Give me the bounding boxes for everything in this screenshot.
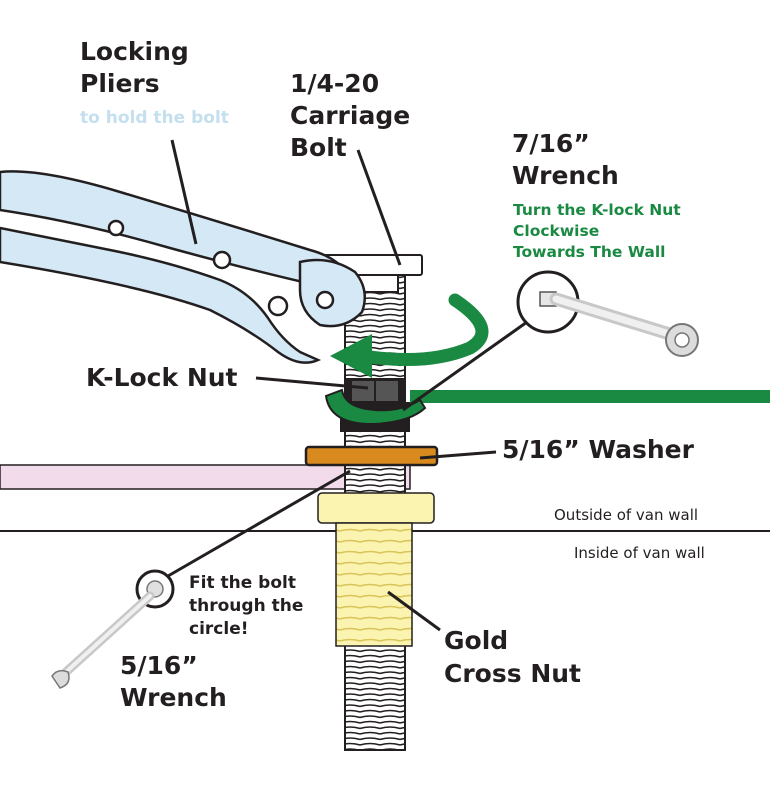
pliers-rivet xyxy=(315,290,335,310)
wrench-516-label: Wrench xyxy=(120,683,227,712)
bolt-label: Bolt xyxy=(290,133,347,162)
turn-arrow-head xyxy=(330,334,372,378)
fit-bolt-label: circle! xyxy=(189,619,248,639)
cross-nut-label: Gold xyxy=(444,626,508,655)
pliers-rivet xyxy=(267,295,289,317)
wrench-716-note: Turn the K-lock Nut xyxy=(513,201,681,219)
wrench-716-icon xyxy=(539,291,699,357)
klock-nut-label: K-Lock Nut xyxy=(86,363,238,392)
wrench-716-label: 7/16” xyxy=(512,129,590,158)
wrench-716-note: Towards The Wall xyxy=(513,243,665,261)
leader-bolt xyxy=(356,149,402,266)
leader-klock-nut xyxy=(255,376,369,390)
locking-pliers xyxy=(0,170,367,364)
fit-bolt-label: through the xyxy=(189,596,303,616)
leader-716-wrench xyxy=(402,320,528,412)
pliers-jaw xyxy=(298,258,367,328)
pliers-note: to hold the bolt xyxy=(80,108,229,128)
green-panel xyxy=(410,390,770,403)
leader-cross-nut xyxy=(387,590,441,632)
pliers-rivet xyxy=(212,250,232,270)
bolt-label: Carriage xyxy=(290,101,410,130)
washer-label: 5/16” Washer xyxy=(502,435,695,464)
turn-arrow xyxy=(363,293,489,367)
wrench-716-label: Wrench xyxy=(512,161,619,190)
pliers-label: Locking xyxy=(80,37,189,66)
leader-washer xyxy=(419,450,497,460)
inside-wall-label: Inside of van wall xyxy=(574,544,705,562)
wrench-716-note: Clockwise xyxy=(513,222,599,240)
wrench-jaw-green xyxy=(324,388,427,426)
wrench-516-label: 5/16” xyxy=(120,651,198,680)
washer xyxy=(304,445,439,467)
leader-516-wrench xyxy=(167,469,351,578)
pliers-label: Pliers xyxy=(80,69,160,98)
bolt-label: 1/4-20 xyxy=(290,69,379,98)
gold-cross-nut-body xyxy=(335,522,413,647)
cross-nut-label: Cross Nut xyxy=(444,659,581,688)
wrench-516-icon xyxy=(51,580,164,689)
pliers-rivet xyxy=(107,219,125,237)
fit-bolt-label: Fit the bolt xyxy=(189,573,296,593)
pliers-lower-handle xyxy=(0,226,322,364)
outside-wall-label: Outside of van wall xyxy=(554,506,698,524)
gold-cross-nut-flange xyxy=(317,492,435,524)
leader-pliers xyxy=(170,139,198,245)
